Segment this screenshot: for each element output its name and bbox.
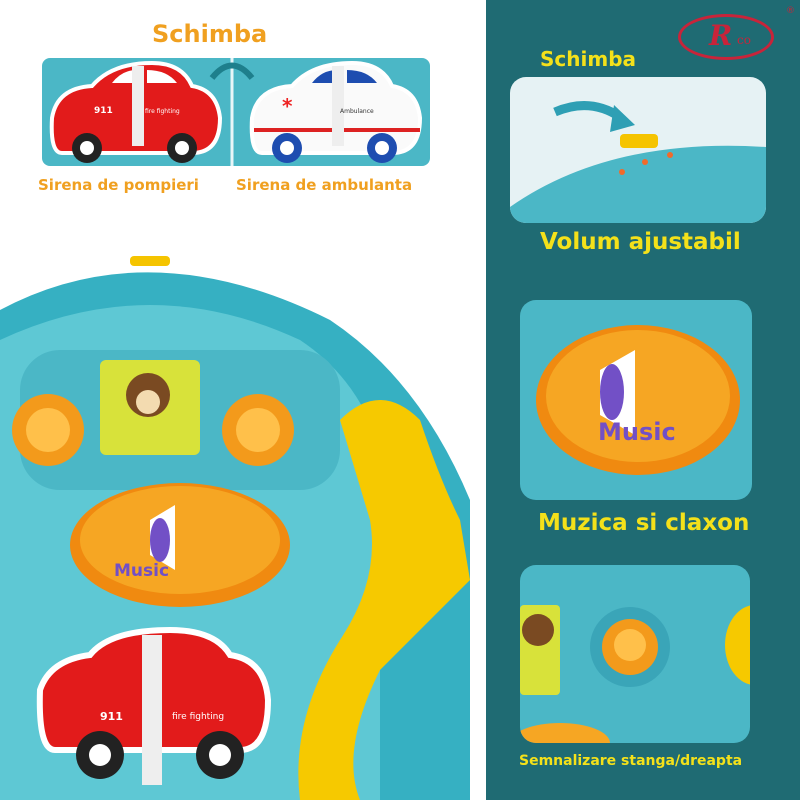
fire-car-text: fire fighting bbox=[145, 108, 180, 115]
bottom-car-number: 911 bbox=[100, 710, 123, 723]
wheel-grip bbox=[298, 400, 470, 800]
rotate-arrow-icon bbox=[209, 62, 255, 80]
car-switch-strip: * 911 fire fighting Ambulance bbox=[42, 58, 430, 166]
arrow-icon bbox=[553, 101, 623, 121]
svg-text:*: * bbox=[282, 94, 293, 118]
ambulance-siren-label: Sirena de ambulanta bbox=[236, 176, 413, 194]
logo-letter: R bbox=[709, 19, 733, 52]
logo-registered: ® bbox=[786, 6, 795, 16]
left-panel: Schimba * 911 fire fighting bbox=[0, 20, 470, 800]
brand-logo: R co bbox=[678, 14, 774, 60]
logo-suffix: co bbox=[737, 33, 751, 47]
ambulance-car-text: Ambulance bbox=[340, 108, 374, 115]
music-card: Music bbox=[520, 300, 752, 500]
volume-switch bbox=[130, 256, 170, 266]
music-label: Muzica si claxon bbox=[538, 510, 750, 536]
fire-siren-label: Sirena de pompieri bbox=[38, 176, 199, 194]
bottom-car-text: fire fighting bbox=[172, 712, 225, 722]
fire-car-number: 911 bbox=[94, 106, 113, 116]
volume-card bbox=[510, 77, 766, 223]
signal-card bbox=[520, 565, 750, 743]
signal-lights-illustration bbox=[520, 605, 750, 743]
music-button-illustration bbox=[536, 325, 740, 475]
right-panel: R co ® Schimba Volum ajustabil Music Muz… bbox=[486, 0, 800, 800]
signal-label: Semnalizare stanga/dreapta bbox=[519, 753, 743, 769]
switch-title-right: Schimba bbox=[540, 47, 637, 71]
switch-title: Schimba bbox=[152, 20, 268, 48]
fire-car-icon bbox=[49, 60, 223, 163]
volume-switch-illustration bbox=[510, 101, 766, 223]
volume-label: Volum ajustabil bbox=[540, 229, 741, 255]
car-switch-illustration: * bbox=[49, 58, 423, 166]
ambulance-car-icon: * bbox=[249, 60, 423, 163]
music-button-label: Music bbox=[114, 561, 170, 581]
steering-wheel-illustration bbox=[0, 256, 470, 800]
music-card-label: Music bbox=[598, 418, 676, 446]
